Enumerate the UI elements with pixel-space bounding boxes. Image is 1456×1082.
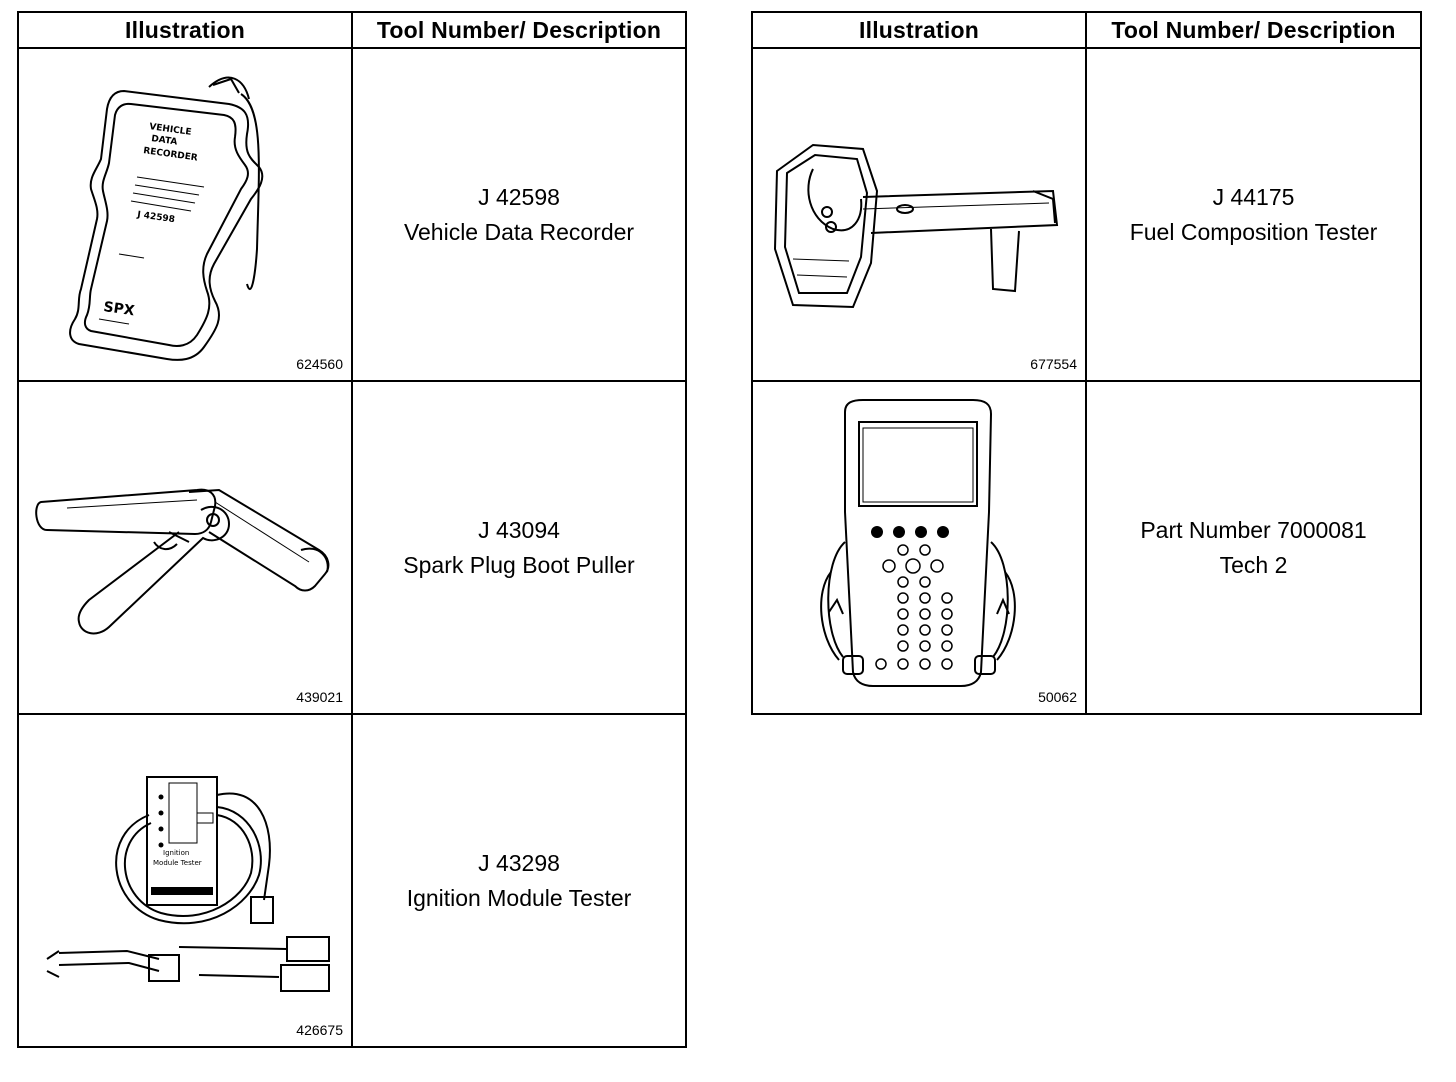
tool-description: Tech 2 bbox=[1219, 551, 1288, 578]
table-row: 677554 J 44175 Fuel Composition Tester bbox=[751, 47, 1422, 382]
tool-description: Spark Plug Boot Puller bbox=[403, 551, 635, 578]
illustration-cell: VEHICLE DATA RECORDER J 42598 SPX 624560 bbox=[17, 47, 353, 382]
table-row: 50062 Part Number 7000081 Tech 2 bbox=[751, 380, 1422, 715]
svg-text:RECORDER: RECORDER bbox=[143, 146, 199, 164]
illustration-cell: 439021 bbox=[17, 380, 353, 715]
spark-plug-boot-puller-icon bbox=[35, 488, 330, 635]
table-row: 439021 J 43094 Spark Plug Boot Puller bbox=[17, 380, 687, 715]
description-cell: Part Number 7000081 Tech 2 bbox=[1085, 380, 1422, 715]
tool-number: J 44175 bbox=[1212, 183, 1295, 210]
svg-text:SPX: SPX bbox=[102, 299, 135, 319]
tool-number: J 42598 bbox=[478, 183, 560, 210]
table-header-row: Illustration Tool Number/ Description bbox=[17, 11, 687, 49]
table-row: Ignition Module Tester 426675 J 43298 Ig… bbox=[17, 713, 687, 1048]
description-cell: J 43094 Spark Plug Boot Puller bbox=[351, 380, 687, 715]
header-illustration: Illustration bbox=[17, 11, 353, 49]
description-cell: J 43298 Ignition Module Tester bbox=[351, 713, 687, 1048]
svg-text:DATA: DATA bbox=[151, 134, 178, 148]
svg-text:J 42598: J 42598 bbox=[136, 210, 176, 225]
tool-number: J 43094 bbox=[478, 516, 560, 543]
figure-number: 426675 bbox=[296, 1022, 343, 1038]
tool-description: Vehicle Data Recorder bbox=[403, 218, 635, 245]
header-tool-description: Tool Number/ Description bbox=[351, 11, 687, 49]
svg-text:Ignition: Ignition bbox=[163, 849, 189, 857]
tools-table-right: Illustration Tool Number/ Description bbox=[751, 11, 1422, 715]
figure-number: 439021 bbox=[296, 689, 343, 705]
illustration-cell: Ignition Module Tester 426675 bbox=[17, 713, 353, 1048]
description-cell: J 44175 Fuel Composition Tester bbox=[1085, 47, 1422, 382]
table-header-row: Illustration Tool Number/ Description bbox=[751, 11, 1422, 49]
figure-number: 677554 bbox=[1030, 356, 1077, 372]
description-cell: J 42598 Vehicle Data Recorder bbox=[351, 47, 687, 382]
fuel-composition-tester-icon bbox=[773, 143, 1059, 309]
header-tool-description: Tool Number/ Description bbox=[1085, 11, 1422, 49]
ignition-module-tester-icon: Ignition Module Tester bbox=[46, 776, 330, 992]
vehicle-data-recorder-icon: VEHICLE DATA RECORDER J 42598 SPX bbox=[69, 76, 264, 361]
svg-text:Module Tester: Module Tester bbox=[153, 859, 202, 867]
figure-number: 50062 bbox=[1038, 689, 1077, 705]
tool-description: Ignition Module Tester bbox=[406, 884, 632, 911]
header-illustration: Illustration bbox=[751, 11, 1087, 49]
illustration-cell: 677554 bbox=[751, 47, 1087, 382]
tool-description: Fuel Composition Tester bbox=[1129, 218, 1378, 245]
figure-number: 624560 bbox=[296, 356, 343, 372]
tools-table-left: Illustration Tool Number/ Description VE… bbox=[17, 11, 687, 1048]
tech-2-scan-tool-icon bbox=[820, 399, 1016, 687]
illustration-cell: 50062 bbox=[751, 380, 1087, 715]
table-row: VEHICLE DATA RECORDER J 42598 SPX 624560 bbox=[17, 47, 687, 382]
tool-number: J 43298 bbox=[478, 849, 560, 876]
tool-number: Part Number 7000081 bbox=[1140, 516, 1367, 543]
